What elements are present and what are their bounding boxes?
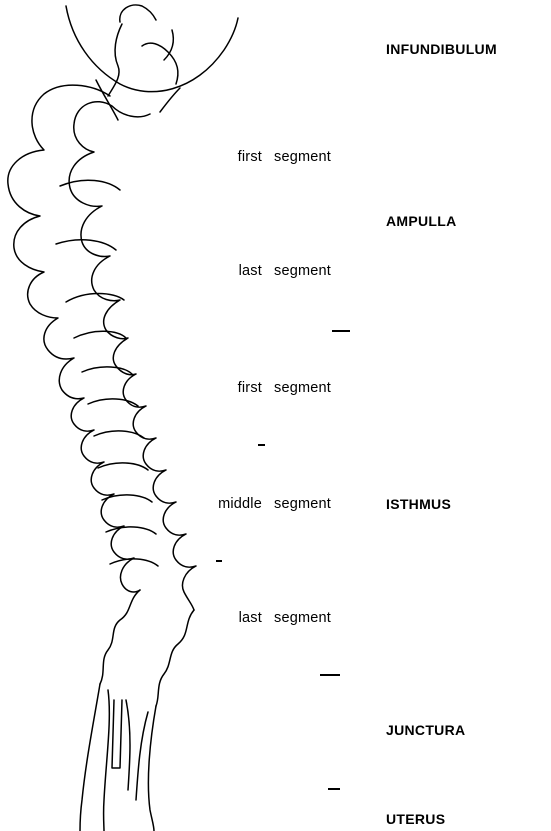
region-ampulla: AMPULLA bbox=[386, 214, 457, 228]
boundary-tick bbox=[258, 444, 265, 446]
boundary-tick bbox=[332, 330, 350, 332]
region-uterus: UTERUS bbox=[386, 812, 445, 826]
segment-3-position: first bbox=[192, 381, 262, 396]
segment-4-word: segment bbox=[274, 497, 331, 512]
segment-4-position: middle bbox=[192, 497, 262, 512]
boundary-tick bbox=[216, 560, 222, 562]
segment-5-word: segment bbox=[274, 611, 331, 626]
region-infundibulum: INFUNDIBULUM bbox=[386, 42, 497, 56]
segment-5-position: last bbox=[192, 611, 262, 626]
segment-2-word: segment bbox=[274, 264, 331, 279]
boundary-tick bbox=[328, 788, 340, 790]
boundary-tick bbox=[320, 674, 340, 676]
segment-2-position: last bbox=[192, 264, 262, 279]
segment-3-word: segment bbox=[274, 381, 331, 396]
region-junctura: JUNCTURA bbox=[386, 723, 465, 737]
segment-1-word: segment bbox=[274, 150, 331, 165]
segment-1-position: first bbox=[192, 150, 262, 165]
region-isthmus: ISTHMUS bbox=[386, 497, 451, 511]
